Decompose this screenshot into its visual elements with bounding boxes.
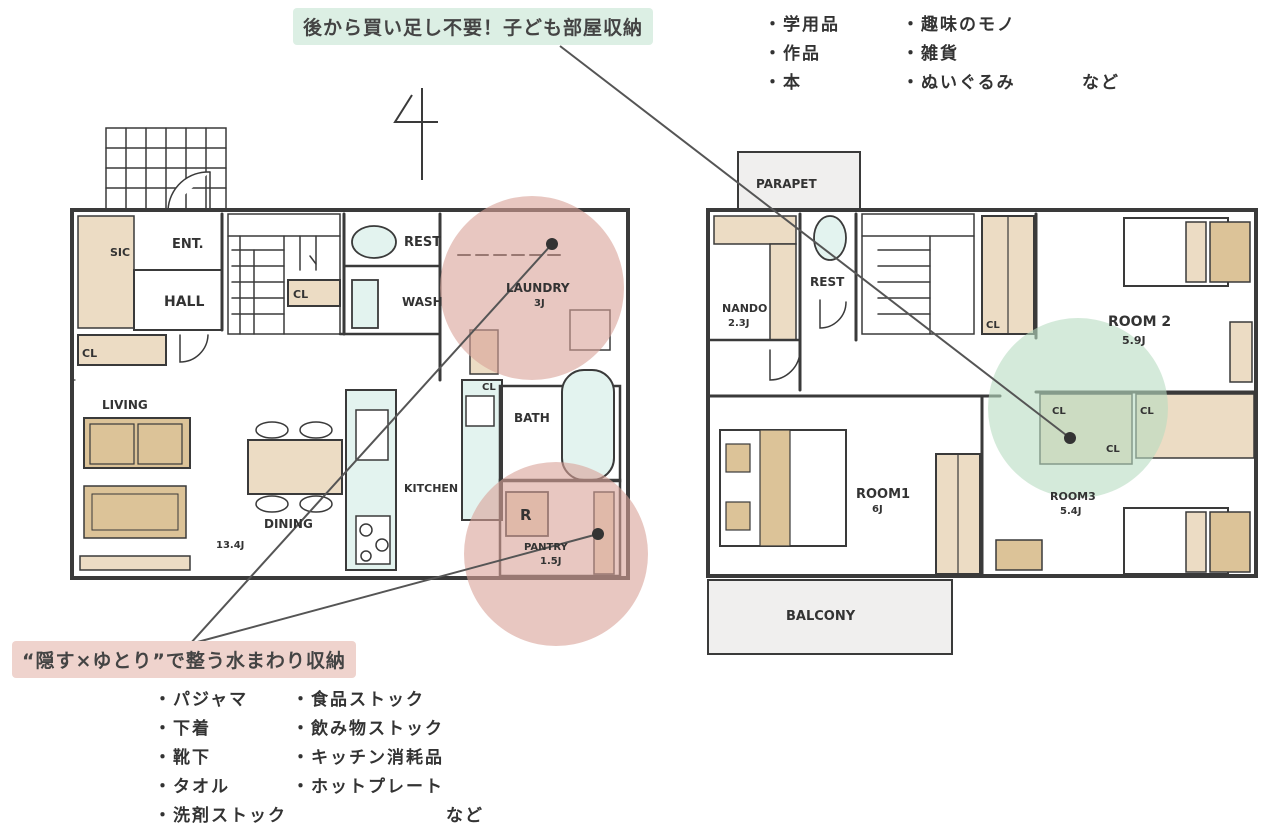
label-living: LIVING	[102, 398, 148, 412]
label-fridge: R	[520, 506, 532, 524]
floor1-stairs	[227, 213, 341, 335]
water-item: ・パジャマ	[154, 690, 249, 710]
label-room2-size: 5.9J	[1122, 334, 1146, 347]
water-item: ・下着	[154, 719, 211, 739]
label-hall: HALL	[164, 294, 204, 310]
label-cl-r3b: CL	[1140, 406, 1154, 417]
label-bath: BATH	[514, 411, 550, 425]
kids-room-items-right: ・趣味のモノ ・雑貨 ・ぬいぐるみ	[902, 11, 1016, 98]
pantry-highlight-circle	[464, 462, 648, 646]
label-room1: ROOM1	[856, 487, 910, 502]
label-room3-size: 5.4J	[1060, 506, 1081, 517]
label-balcony: BALCONY	[786, 609, 856, 624]
water-item: ・飲み物ストック	[292, 719, 444, 739]
water-item: ・タオル	[154, 777, 230, 797]
laundry-leader-dot	[546, 238, 558, 250]
label-kitchen: KITCHEN	[404, 482, 458, 495]
label-cl-stair: CL	[293, 288, 308, 301]
north-mark-glyph: 4	[0, 0, 1, 1]
water-area-items-left: ・パジャマ ・下着 ・靴下 ・タオル ・洗剤ストック	[154, 686, 287, 831]
label-north-mark: 4	[0, 0, 1, 1]
pantry-leader-dot	[592, 528, 604, 540]
room3-leader-dot	[1064, 432, 1076, 444]
water-item: ・靴下	[154, 748, 211, 768]
label-parapet: PARAPET	[756, 177, 818, 191]
kids-room-suffix: など	[1082, 73, 1120, 93]
room3-highlight-circle	[988, 318, 1168, 498]
label-entrance: ENT.	[172, 237, 204, 252]
kids-item: ・作品	[764, 44, 821, 64]
label-cl-bath: CL	[482, 382, 496, 393]
kids-item: ・雑貨	[902, 44, 959, 64]
label-cl-stair-2f: CL	[986, 320, 1000, 331]
floor1-outer-wall	[70, 208, 630, 580]
water-area-suffix: など	[446, 806, 484, 826]
kids-item: ・ぬいぐるみ	[902, 73, 1016, 93]
kids-item: ・学用品	[764, 15, 840, 35]
label-room2: ROOM 2	[1108, 314, 1171, 330]
label-room1-size: 6J	[872, 504, 883, 515]
label-rest-2f: REST	[810, 275, 845, 289]
water-item: ・洗剤ストック	[154, 806, 287, 826]
label-cl-hall: CL	[82, 347, 97, 360]
label-cl-r3c: CL	[1106, 444, 1120, 455]
label-pantry-size: 1.5J	[540, 556, 561, 567]
label-pantry: PANTRY	[524, 542, 568, 553]
water-area-callout-title: “隠す×ゆとり”で整う水まわり収納	[12, 641, 356, 678]
water-area-items-right: ・食品ストック ・飲み物ストック ・キッチン消耗品 ・ホットプレート	[292, 686, 444, 802]
floor2-plan	[706, 151, 1258, 655]
kids-item: ・本	[764, 73, 802, 93]
label-sic: SIC	[110, 246, 130, 259]
laundry-highlight-circle	[440, 196, 624, 380]
label-nando-size: 2.3J	[728, 318, 749, 329]
kids-room-items-left: ・学用品 ・作品 ・本	[764, 11, 840, 98]
north-arrow	[393, 88, 438, 180]
label-ldk-size: 13.4J	[216, 540, 244, 551]
porch-tiles	[105, 127, 227, 211]
floor2-stairs	[861, 213, 975, 335]
floor1-plan	[70, 127, 630, 580]
leader-lines	[189, 45, 1071, 645]
label-laundry-size: 3J	[534, 298, 545, 309]
kids-item: ・趣味のモノ	[902, 15, 1016, 35]
label-laundry: LAUNDRY	[506, 281, 570, 295]
kids-room-callout-title: 後から買い足し不要！子ども部屋収納	[293, 8, 654, 45]
label-wash: WASH	[402, 295, 443, 309]
water-item: ・食品ストック	[292, 690, 425, 710]
label-dining: DINING	[264, 517, 313, 531]
label-rest-1f: REST	[404, 235, 441, 250]
water-item: ・キッチン消耗品	[292, 748, 444, 768]
label-cl-r3a: CL	[1052, 406, 1066, 417]
water-item: ・ホットプレート	[292, 777, 444, 797]
label-nando: NANDO	[722, 302, 767, 315]
label-room3: ROOM3	[1050, 490, 1096, 503]
